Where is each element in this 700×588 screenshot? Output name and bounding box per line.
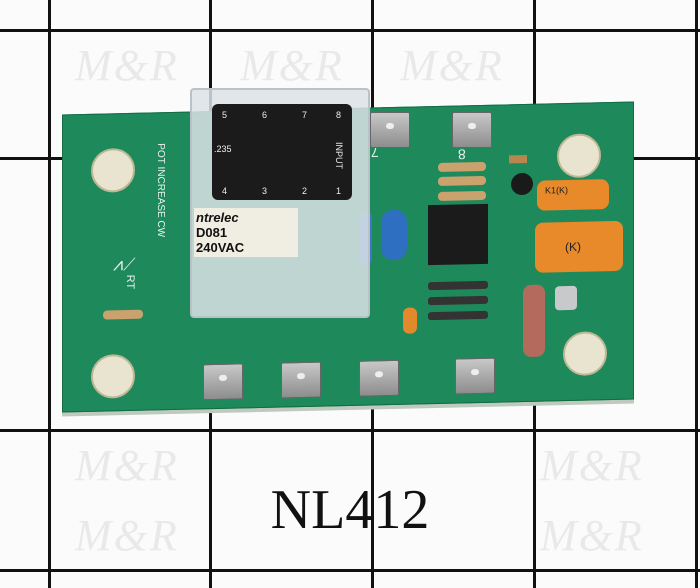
watermark: M&R	[540, 511, 644, 560]
watermark: M&R	[240, 41, 344, 90]
resistor	[438, 190, 486, 201]
mounting-hole	[91, 147, 135, 193]
watermark: M&R	[75, 511, 179, 560]
watermark: M&R	[540, 441, 644, 490]
silkscreen-rt: RT	[124, 274, 137, 290]
relay-label: ntrelec D081 240VAC	[194, 208, 298, 257]
potentiometer-symbol-icon: ⩘⟋	[113, 253, 136, 275]
resistor	[438, 161, 486, 172]
watermark: M&R	[75, 441, 179, 490]
watermark: M&R	[400, 41, 504, 90]
grid-line	[0, 29, 700, 32]
relay: 5 6 7 8 4 3 2 1 .235 INPUT ntrelec D081 …	[190, 88, 370, 318]
electrolytic-capacitor: (K)	[535, 220, 623, 273]
grid-line	[48, 0, 51, 588]
grid-line	[0, 429, 700, 432]
terminal-tab-8	[452, 112, 492, 148]
mounting-hole	[563, 331, 607, 377]
part-number-label: NL412	[270, 479, 430, 541]
smd-capacitor	[555, 285, 577, 311]
terminal-tab	[359, 359, 399, 397]
terminal-tab	[455, 357, 495, 395]
blue-capacitor	[381, 209, 407, 261]
terminal-tab-7	[370, 112, 410, 148]
resistor	[438, 175, 486, 186]
smd-component	[509, 154, 527, 164]
transistor	[511, 172, 533, 196]
terminal-tab	[281, 361, 321, 399]
ceramic-capacitor	[403, 307, 417, 334]
mounting-hole	[91, 353, 135, 399]
diode	[428, 280, 488, 291]
diode	[428, 310, 488, 321]
diode	[428, 295, 488, 306]
mounting-hole	[557, 133, 601, 179]
terminal-label-8: 8	[458, 146, 466, 163]
terminal-tab	[203, 363, 243, 401]
film-capacitor	[523, 284, 545, 358]
transistor-heatsink	[428, 203, 488, 266]
grid-line	[695, 0, 698, 588]
electrolytic-capacitor: K1(K)	[537, 179, 609, 211]
resistor	[103, 309, 143, 320]
silkscreen-pot: POT INCREASE CW	[155, 143, 166, 238]
grid-line	[0, 569, 700, 572]
watermark: M&R	[75, 41, 179, 90]
relay-wiring-diagram: 5 6 7 8 4 3 2 1 .235 INPUT	[212, 104, 352, 200]
